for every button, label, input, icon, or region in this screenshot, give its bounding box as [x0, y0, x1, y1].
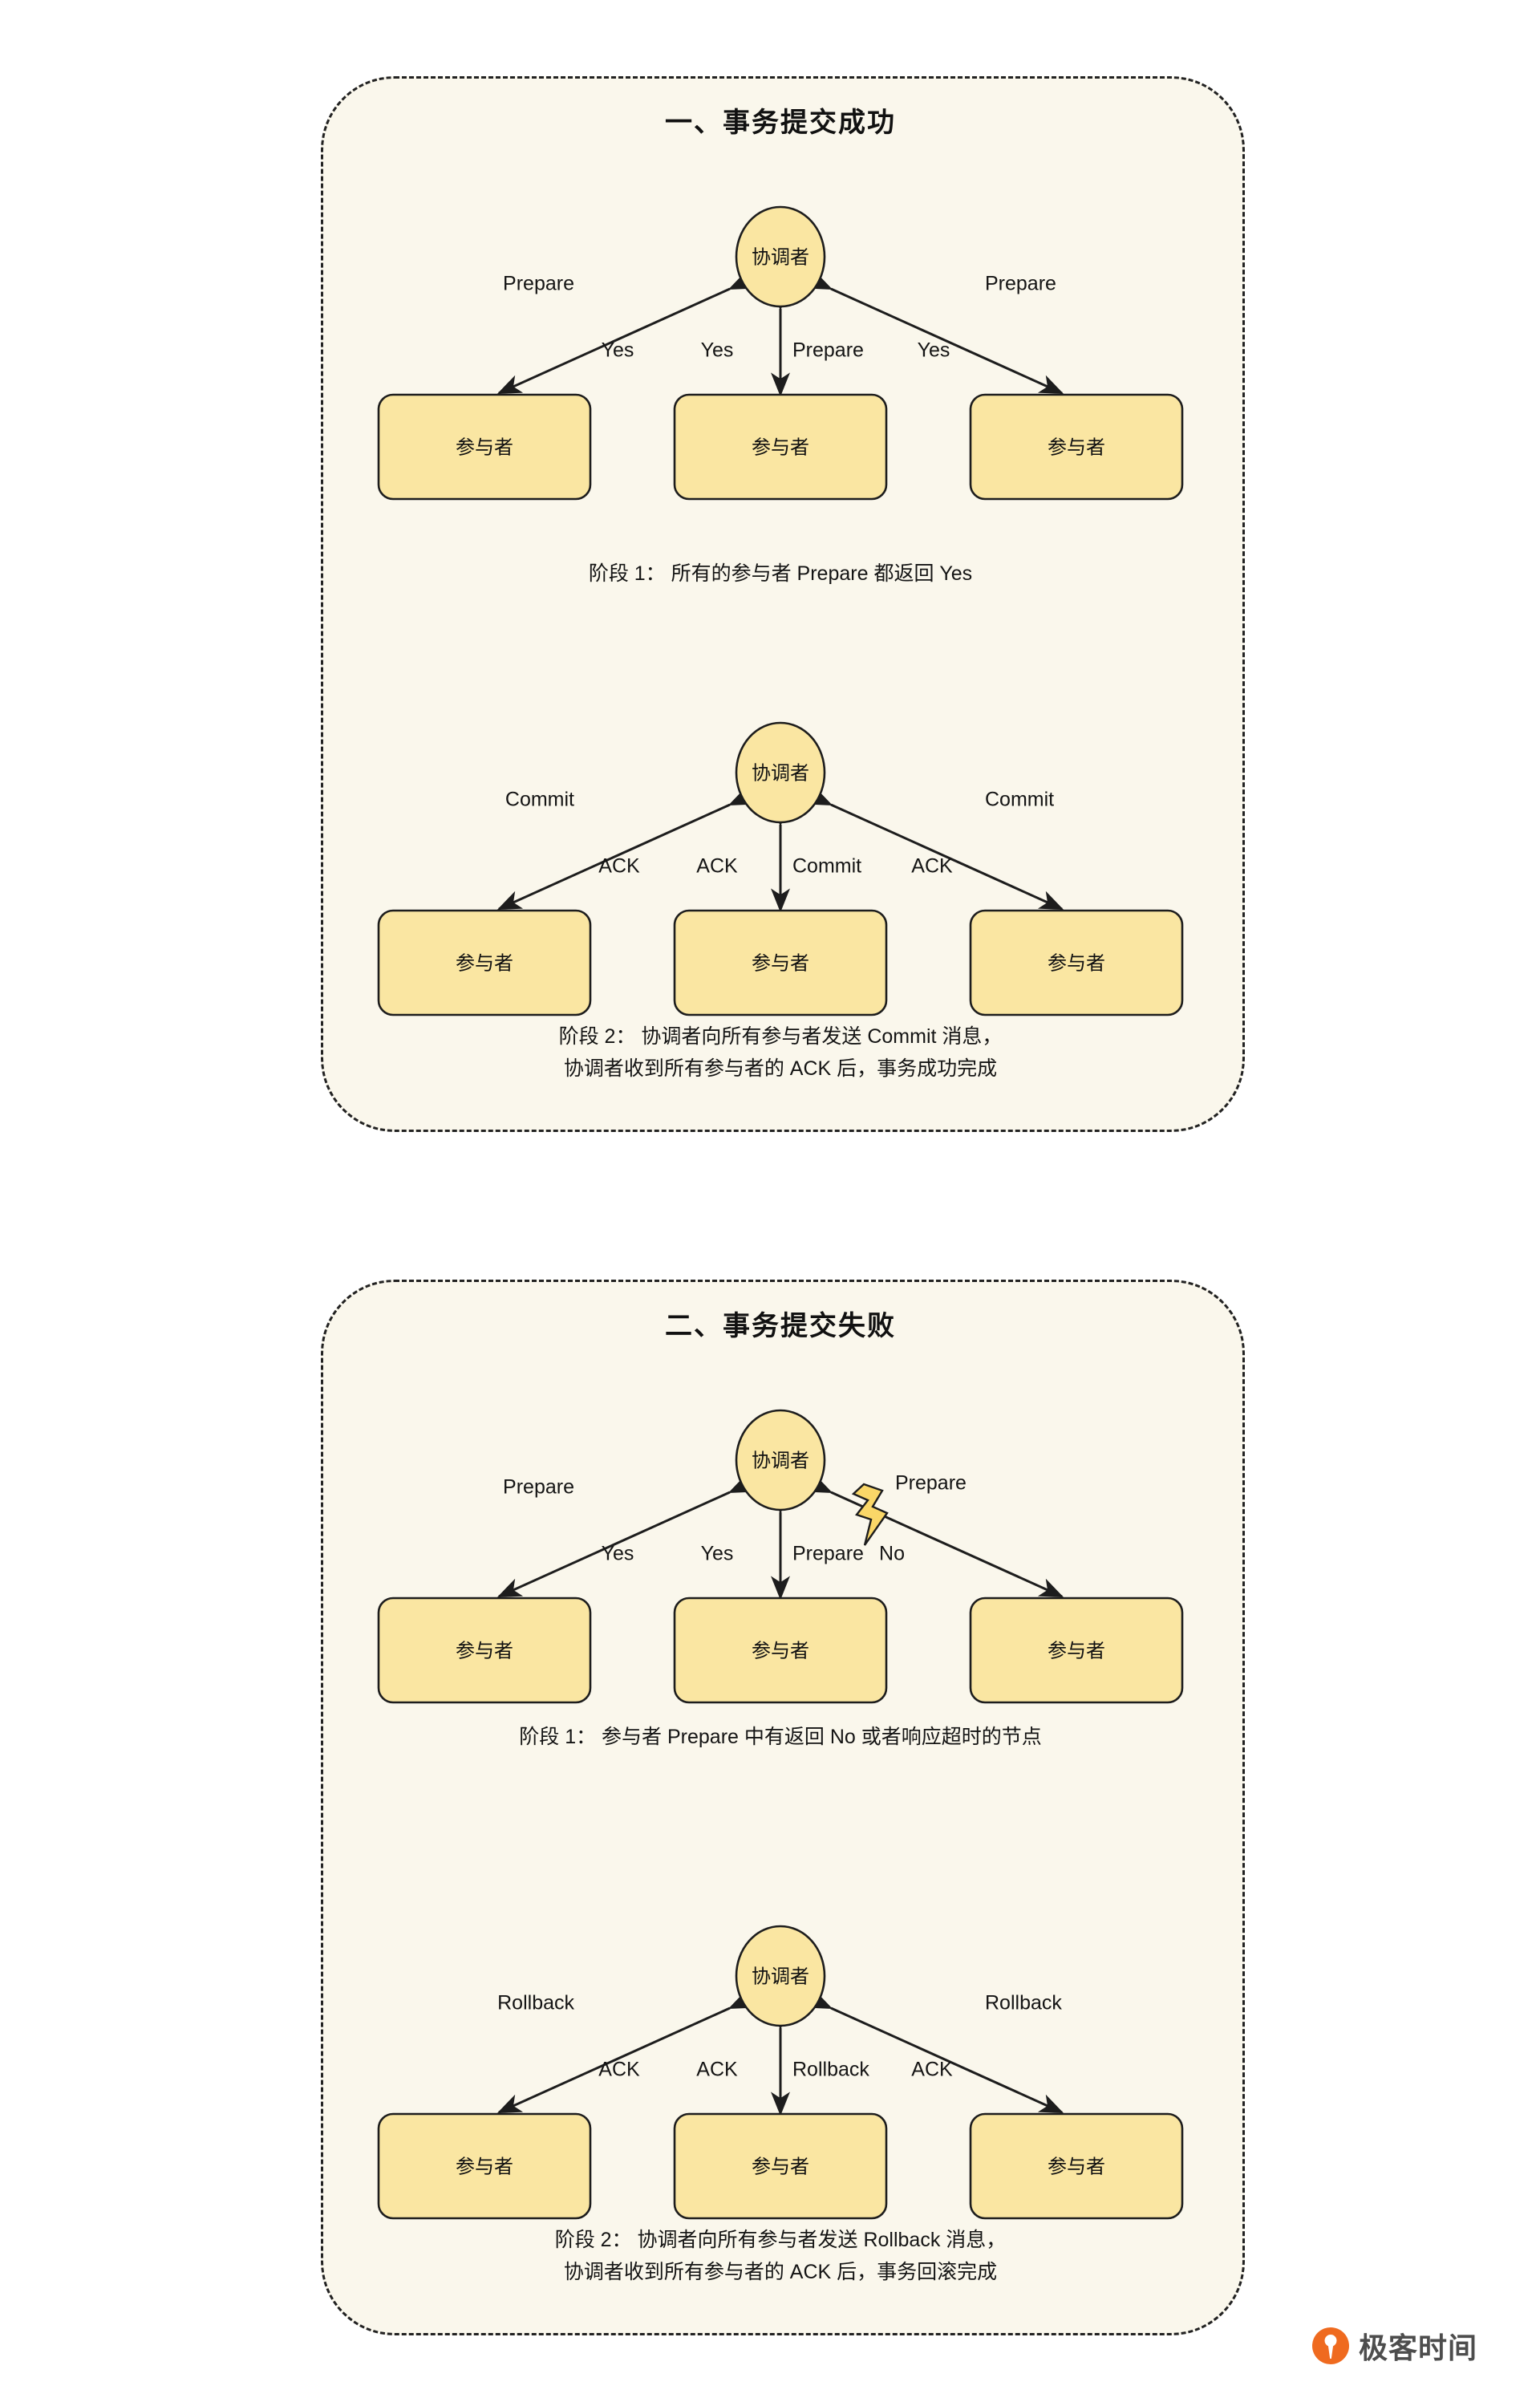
- participant-label-1: 参与者: [456, 436, 513, 458]
- edge-label-left-request: Rollback: [497, 1992, 574, 2014]
- edge-label-right-request: Commit: [985, 789, 1054, 811]
- participant-node-3: [969, 2112, 1184, 2220]
- edge-right: [806, 270, 1064, 395]
- panel-failure-title: 二、事务提交失败: [665, 1311, 896, 1341]
- participant-node-1: [377, 909, 592, 1016]
- participant-label-3: 参与者: [1048, 2156, 1105, 2177]
- participant-label-1: 参与者: [456, 952, 513, 974]
- participant-label-3: 参与者: [1048, 952, 1105, 974]
- participant-label-3: 参与者: [1048, 1640, 1105, 1661]
- edge-right: [806, 786, 1064, 911]
- coordinator-label: 协调者: [752, 246, 809, 268]
- failure-phase-2-caption: 阶段 2： 协调者向所有参与者发送 Rollback 消息， 协调者收到所有参与…: [554, 2229, 1007, 2283]
- edge-label-mid-reply: Yes: [701, 1543, 734, 1565]
- coordinator-node: [735, 1925, 826, 2027]
- edge-label-right-request: Prepare: [985, 273, 1056, 295]
- edge-left: [496, 786, 755, 911]
- watermark: 极客时间: [1312, 2325, 1477, 2367]
- coordinator-node: [735, 1409, 826, 1511]
- success-phase-1-caption: 阶段 1： 所有的参与者 Prepare 都返回 Yes: [588, 562, 973, 585]
- coordinator-label: 协调者: [752, 762, 809, 784]
- watermark-text: 极客时间: [1359, 2331, 1478, 2364]
- participant-node-1: [377, 2112, 592, 2220]
- success-phase-2-caption: 阶段 2： 协调者向所有参与者发送 Commit 消息， 协调者收到所有参与者的…: [558, 1025, 1003, 1080]
- edge-label-left-reply: ACK: [598, 2059, 640, 2081]
- participant-node-2: [673, 393, 888, 501]
- edge-label-mid-reply: ACK: [696, 855, 738, 878]
- participant-label-1: 参与者: [456, 2156, 513, 2177]
- edge-label-right-reply: ACK: [911, 2059, 953, 2081]
- participant-node-1: [377, 1597, 592, 1704]
- edge-label-left-reply: Yes: [602, 339, 634, 362]
- participant-label-1: 参与者: [456, 1640, 513, 1661]
- failure-phase-2-graph: 协调者 参与者 参与者 参与者 Rollback ACK ACK Rollbac…: [377, 1925, 1184, 2220]
- edge-label-left-reply: Yes: [602, 1543, 634, 1565]
- edge-label-left-request: Prepare: [503, 273, 574, 295]
- participant-node-2: [673, 909, 888, 1016]
- participant-node-2: [673, 1597, 888, 1704]
- participant-node-1: [377, 393, 592, 501]
- participant-node-2: [673, 2112, 888, 2220]
- edge-label-mid-request: Rollback: [792, 2059, 869, 2081]
- participant-label-2: 参与者: [752, 436, 809, 458]
- edge-label-right-reply: No: [879, 1543, 905, 1565]
- edge-label-right-reply: ACK: [911, 855, 953, 878]
- edge-left: [496, 1990, 755, 2114]
- edge-label-mid-reply: Yes: [701, 339, 734, 362]
- edge-left: [496, 1474, 755, 1598]
- edge-right: [806, 1990, 1064, 2114]
- success-phase-2-graph: 协调者 参与者 参与者 参与者 Commit ACK ACK Commit AC…: [377, 721, 1184, 1016]
- failure-phase-1-graph: 协调者 参与者 参与者 参与者 Prepare Yes Yes Prepare …: [377, 1409, 1184, 1704]
- participant-node-3: [969, 909, 1184, 1016]
- edge-label-left-reply: ACK: [598, 855, 640, 878]
- participant-node-3: [969, 1597, 1184, 1704]
- edge-label-mid-request: Prepare: [792, 1543, 864, 1565]
- coordinator-node: [735, 205, 826, 308]
- failure-phase-1-caption: 阶段 1： 参与者 Prepare 中有返回 No 或者响应超时的节点: [519, 1726, 1042, 1748]
- edge-label-left-request: Prepare: [503, 1476, 574, 1499]
- edge-left: [496, 270, 755, 395]
- edge-label-right-reply: Yes: [918, 339, 950, 362]
- participant-node-3: [969, 393, 1184, 501]
- edge-label-left-request: Commit: [505, 789, 574, 811]
- coordinator-label: 协调者: [752, 1966, 809, 1987]
- participant-label-3: 参与者: [1048, 436, 1105, 458]
- participant-label-2: 参与者: [752, 952, 809, 974]
- panel-success-title: 一、事务提交成功: [665, 108, 896, 138]
- coordinator-node: [735, 721, 826, 824]
- geektime-logo-icon: [1312, 2327, 1349, 2364]
- coordinator-label: 协调者: [752, 1450, 809, 1471]
- success-phase-1-graph: 协调者 参与者 参与者 参与者 Prepare Yes Yes Prepare …: [377, 205, 1184, 501]
- edge-label-mid-request: Prepare: [792, 339, 864, 362]
- fault-lightning-icon: [851, 1483, 889, 1546]
- participant-label-2: 参与者: [752, 2156, 809, 2177]
- participant-label-2: 参与者: [752, 1640, 809, 1661]
- edge-label-right-request: Prepare: [895, 1472, 967, 1495]
- edge-label-mid-request: Commit: [792, 855, 861, 878]
- edge-label-mid-reply: ACK: [696, 2059, 738, 2081]
- edge-label-right-request: Rollback: [985, 1992, 1062, 2014]
